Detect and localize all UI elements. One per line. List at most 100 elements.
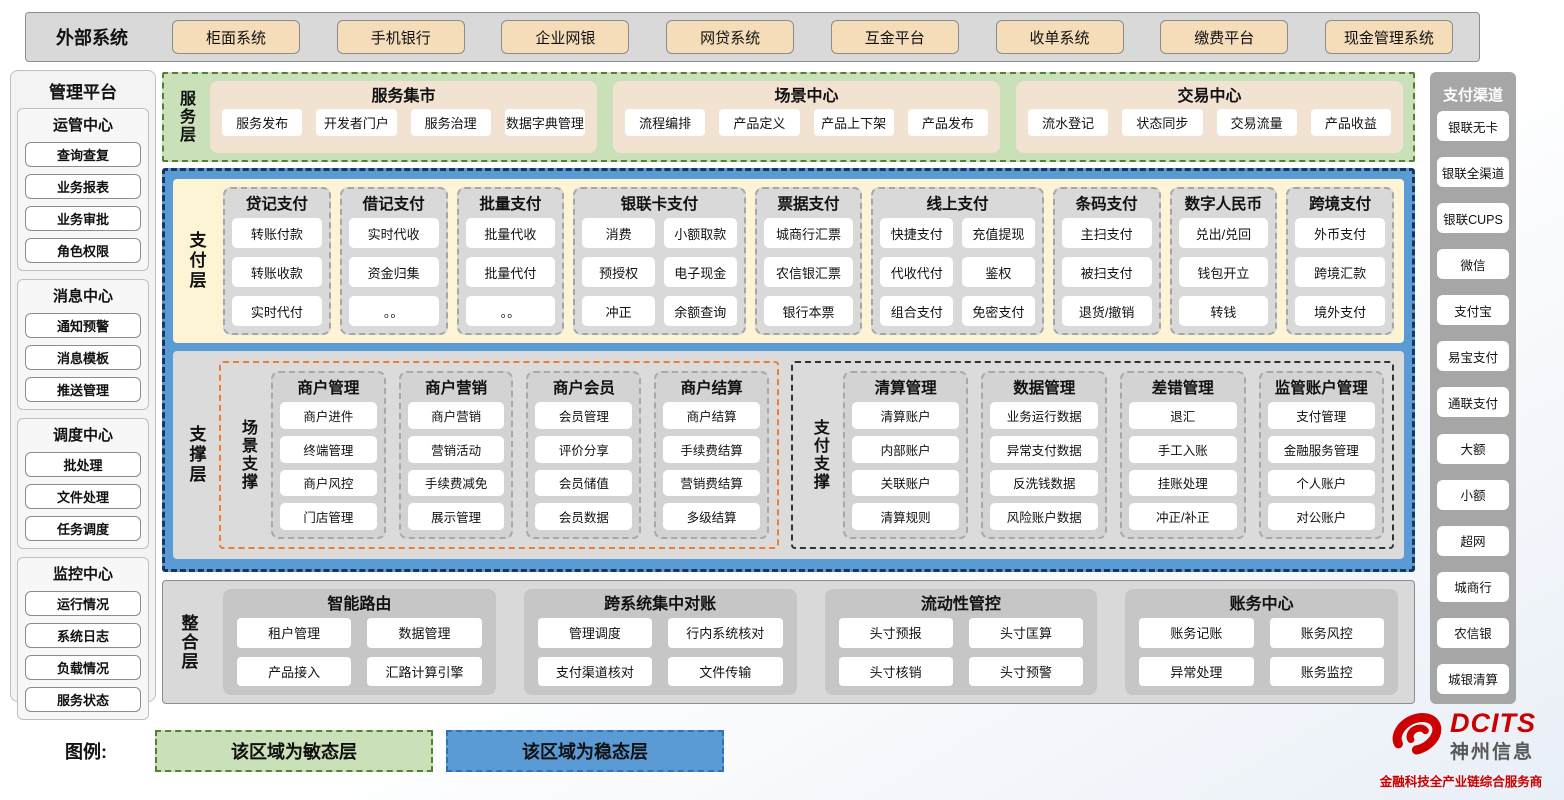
support-item-button[interactable]: 商户结算 bbox=[663, 402, 760, 429]
management-item-button[interactable]: 推送管理 bbox=[25, 377, 141, 402]
support-item-button[interactable]: 手续费减免 bbox=[407, 469, 505, 497]
support-item-button[interactable]: 风险账户数据 bbox=[990, 503, 1098, 530]
management-item-button[interactable]: 通知预警 bbox=[25, 313, 141, 338]
payment-item-button[interactable]: 电子现金 bbox=[663, 257, 737, 287]
payment-item-button[interactable]: 组合支付 bbox=[880, 296, 954, 326]
payment-channel-button[interactable]: 通联支付 bbox=[1437, 387, 1509, 418]
payment-item-button[interactable]: 鉴权 bbox=[962, 257, 1035, 287]
payment-item-button[interactable]: 批量代收 bbox=[465, 218, 556, 248]
integration-item-button[interactable]: 文件传输 bbox=[668, 656, 783, 686]
support-item-button[interactable]: 会员储值 bbox=[535, 469, 633, 497]
integration-item-button[interactable]: 支付渠道核对 bbox=[537, 656, 653, 686]
support-item-button[interactable]: 冲正/补正 bbox=[1128, 503, 1237, 530]
support-item-button[interactable]: 手工入账 bbox=[1128, 435, 1237, 463]
external-system-button[interactable]: 网贷系统 bbox=[666, 20, 795, 54]
payment-item-button[interactable]: 外币支付 bbox=[1295, 218, 1385, 248]
integration-item-button[interactable]: 账务风控 bbox=[1269, 618, 1384, 648]
integration-item-button[interactable]: 头寸匡算 bbox=[968, 618, 1084, 648]
integration-item-button[interactable]: 头寸预警 bbox=[968, 656, 1084, 686]
external-system-button[interactable]: 互金平台 bbox=[830, 20, 959, 54]
service-item-button[interactable]: 产品收益 bbox=[1310, 109, 1391, 136]
service-item-button[interactable]: 开发者门户 bbox=[316, 109, 397, 136]
payment-item-button[interactable]: 主扫支付 bbox=[1061, 218, 1152, 248]
payment-item-button[interactable]: 消费 bbox=[582, 218, 655, 248]
support-item-button[interactable]: 清算规则 bbox=[851, 503, 960, 530]
integration-item-button[interactable]: 异常处理 bbox=[1139, 656, 1254, 686]
management-item-button[interactable]: 文件处理 bbox=[25, 484, 141, 509]
support-item-button[interactable]: 营销费结算 bbox=[663, 469, 760, 497]
payment-item-button[interactable]: 批量代付 bbox=[465, 257, 556, 287]
payment-channel-button[interactable]: 大额 bbox=[1437, 433, 1509, 464]
service-item-button[interactable]: 产品上下架 bbox=[813, 109, 894, 136]
external-system-button[interactable]: 缴费平台 bbox=[1160, 20, 1289, 54]
payment-item-button[interactable]: 实时代收 bbox=[348, 218, 439, 248]
integration-item-button[interactable]: 产品接入 bbox=[237, 656, 352, 686]
payment-channel-button[interactable]: 银联无卡 bbox=[1437, 111, 1509, 141]
payment-item-button[interactable]: 境外支付 bbox=[1295, 296, 1385, 326]
payment-channel-button[interactable]: 银联全渠道 bbox=[1437, 157, 1509, 188]
support-item-button[interactable]: 展示管理 bbox=[407, 503, 505, 530]
service-item-button[interactable]: 交易流量 bbox=[1216, 109, 1297, 136]
support-item-button[interactable]: 对公账户 bbox=[1267, 503, 1376, 530]
management-item-button[interactable]: 业务审批 bbox=[25, 206, 141, 231]
support-item-button[interactable]: 个人账户 bbox=[1267, 469, 1376, 497]
support-item-button[interactable]: 支付管理 bbox=[1267, 402, 1376, 429]
integration-item-button[interactable]: 行内系统核对 bbox=[668, 618, 783, 648]
payment-item-button[interactable]: 转账付款 bbox=[232, 218, 322, 248]
integration-item-button[interactable]: 汇路计算引擎 bbox=[367, 656, 482, 686]
integration-item-button[interactable]: 头寸预报 bbox=[838, 618, 953, 648]
payment-item-button[interactable]: 。。 bbox=[465, 296, 556, 326]
payment-item-button[interactable]: 余额查询 bbox=[663, 296, 737, 326]
service-item-button[interactable]: 产品定义 bbox=[719, 109, 800, 136]
payment-item-button[interactable]: 城商行汇票 bbox=[763, 218, 854, 248]
support-item-button[interactable]: 评价分享 bbox=[535, 435, 633, 463]
external-system-button[interactable]: 现金管理系统 bbox=[1324, 20, 1453, 54]
payment-item-button[interactable]: 资金归集 bbox=[348, 257, 439, 287]
support-item-button[interactable]: 门店管理 bbox=[280, 503, 377, 530]
management-item-button[interactable]: 业务报表 bbox=[25, 174, 141, 199]
support-item-button[interactable]: 退汇 bbox=[1128, 402, 1237, 429]
support-item-button[interactable]: 业务运行数据 bbox=[990, 402, 1098, 429]
management-item-button[interactable]: 消息模板 bbox=[25, 345, 141, 370]
integration-item-button[interactable]: 账务监控 bbox=[1269, 656, 1384, 686]
payment-channel-button[interactable]: 支付宝 bbox=[1437, 295, 1509, 326]
service-item-button[interactable]: 服务发布 bbox=[222, 109, 303, 136]
management-item-button[interactable]: 运行情况 bbox=[25, 591, 141, 616]
integration-item-button[interactable]: 租户管理 bbox=[237, 618, 352, 648]
service-item-button[interactable]: 产品发布 bbox=[907, 109, 988, 136]
management-item-button[interactable]: 查询查复 bbox=[25, 142, 141, 167]
service-item-button[interactable]: 状态同步 bbox=[1122, 109, 1203, 136]
support-item-button[interactable]: 内部账户 bbox=[851, 435, 960, 463]
payment-item-button[interactable]: 退货/撤销 bbox=[1061, 296, 1152, 326]
payment-item-button[interactable]: 钱包开立 bbox=[1178, 257, 1269, 287]
support-item-button[interactable]: 多级结算 bbox=[663, 503, 760, 530]
management-item-button[interactable]: 服务状态 bbox=[25, 687, 141, 712]
integration-item-button[interactable]: 头寸核销 bbox=[838, 656, 953, 686]
payment-item-button[interactable]: 转账收款 bbox=[232, 257, 322, 287]
payment-item-button[interactable]: 。。 bbox=[348, 296, 439, 326]
external-system-button[interactable]: 收单系统 bbox=[995, 20, 1124, 54]
payment-channel-button[interactable]: 银联CUPS bbox=[1437, 203, 1509, 234]
support-item-button[interactable]: 商户风控 bbox=[280, 469, 377, 497]
support-item-button[interactable]: 金融服务管理 bbox=[1267, 435, 1376, 463]
payment-item-button[interactable]: 银行本票 bbox=[763, 296, 854, 326]
support-item-button[interactable]: 商户进件 bbox=[280, 402, 377, 429]
management-item-button[interactable]: 系统日志 bbox=[25, 623, 141, 648]
payment-item-button[interactable]: 跨境汇款 bbox=[1295, 257, 1385, 287]
service-item-button[interactable]: 流程编排 bbox=[625, 109, 706, 136]
payment-channel-button[interactable]: 农信银 bbox=[1437, 617, 1509, 648]
support-item-button[interactable]: 清算账户 bbox=[851, 402, 960, 429]
payment-item-button[interactable]: 被扫支付 bbox=[1061, 257, 1152, 287]
service-item-button[interactable]: 流水登记 bbox=[1028, 109, 1109, 136]
integration-item-button[interactable]: 账务记账 bbox=[1139, 618, 1254, 648]
integration-item-button[interactable]: 数据管理 bbox=[367, 618, 482, 648]
payment-item-button[interactable]: 小额取款 bbox=[663, 218, 737, 248]
service-item-button[interactable]: 数据字典管理 bbox=[504, 109, 585, 136]
payment-item-button[interactable]: 农信银汇票 bbox=[763, 257, 854, 287]
management-item-button[interactable]: 批处理 bbox=[25, 452, 141, 477]
payment-item-button[interactable]: 快捷支付 bbox=[880, 218, 954, 248]
service-item-button[interactable]: 服务治理 bbox=[410, 109, 491, 136]
payment-item-button[interactable]: 冲正 bbox=[582, 296, 655, 326]
payment-item-button[interactable]: 代收代付 bbox=[880, 257, 954, 287]
payment-item-button[interactable]: 充值提现 bbox=[962, 218, 1035, 248]
